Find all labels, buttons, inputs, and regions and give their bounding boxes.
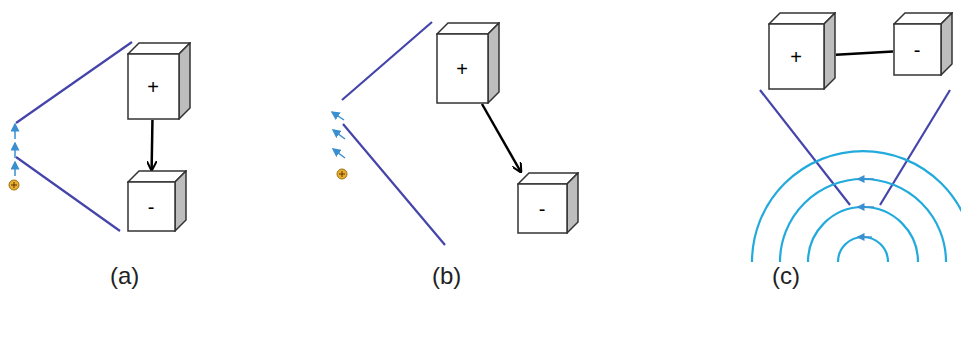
cube-outline bbox=[768, 12, 836, 90]
connector bbox=[836, 51, 893, 54]
field-arrows bbox=[858, 179, 874, 237]
panel-label: (a) bbox=[110, 262, 139, 290]
polarity-sign: + bbox=[127, 54, 179, 120]
charge-cube: - bbox=[893, 12, 953, 76]
polarity-sign: + bbox=[436, 34, 488, 104]
cube-outline bbox=[517, 172, 579, 234]
charge-cube: + bbox=[436, 22, 500, 104]
charge-cube: + bbox=[127, 42, 191, 120]
polarity-sign: - bbox=[517, 184, 567, 234]
plate-lines bbox=[16, 22, 950, 245]
polarity-sign: - bbox=[127, 182, 175, 232]
cube-outline bbox=[893, 12, 953, 76]
field-arcs bbox=[752, 151, 961, 262]
panel-label: (c) bbox=[772, 262, 800, 290]
positive-charge bbox=[337, 169, 347, 179]
connector bbox=[482, 104, 521, 172]
cube-outline bbox=[127, 170, 187, 232]
positive-charge bbox=[9, 180, 19, 190]
charge-cube: - bbox=[127, 170, 187, 232]
field-arrows bbox=[15, 112, 345, 176]
connector bbox=[150, 120, 153, 170]
cube-outline bbox=[127, 42, 191, 120]
cube-outline bbox=[436, 22, 500, 104]
polarity-sign: - bbox=[893, 24, 941, 76]
panel-label: (b) bbox=[432, 262, 461, 290]
charge-cube: - bbox=[517, 172, 579, 234]
charge-cube: + bbox=[768, 12, 836, 90]
polarity-sign: + bbox=[768, 24, 824, 90]
